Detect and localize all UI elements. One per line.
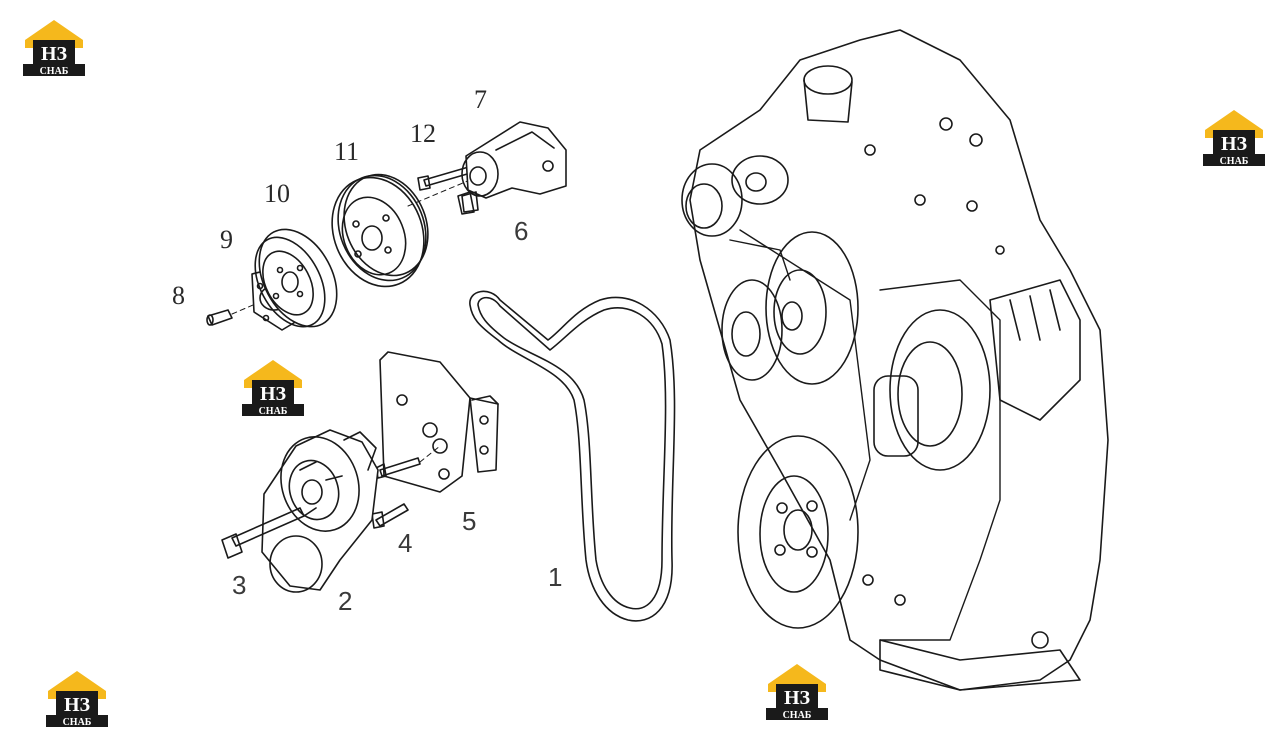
- part-2-tensioner: [261, 429, 379, 593]
- label-5: 5: [462, 506, 476, 536]
- label-1: 1: [548, 562, 562, 592]
- svg-text:СНАБ: СНАБ: [783, 710, 812, 720]
- label-3: 3: [232, 570, 246, 600]
- part-5-mounting-plate: [379, 351, 499, 493]
- label-6: 6: [514, 216, 528, 246]
- watermark-logo: НЗ СНАБ: [242, 358, 304, 417]
- svg-text:НЗ: НЗ: [1221, 133, 1248, 155]
- watermark-logo: НЗ СНАБ: [1203, 108, 1265, 167]
- label-7: 7: [474, 85, 487, 114]
- svg-text:НЗ: НЗ: [41, 43, 68, 65]
- watermark-logo: НЗ СНАБ: [766, 662, 828, 721]
- part-6-idler: [457, 191, 475, 215]
- label-8: 8: [172, 281, 185, 310]
- svg-text:НЗ: НЗ: [784, 687, 811, 709]
- part-7-idler-bracket: [461, 121, 567, 213]
- engine-assembly: [681, 29, 1109, 691]
- callout-labels: 1 2 3 4 5 6 7 8 9 10 11 12: [172, 85, 562, 616]
- svg-text:СНАБ: СНАБ: [63, 717, 92, 727]
- svg-text:НЗ: НЗ: [260, 383, 287, 405]
- label-11: 11: [334, 137, 359, 166]
- watermark-logo: НЗ СНАБ: [46, 669, 108, 728]
- part-3-bolt: [221, 507, 305, 559]
- label-9: 9: [220, 225, 233, 254]
- svg-text:СНАБ: СНАБ: [1220, 156, 1249, 166]
- label-4: 4: [398, 528, 412, 558]
- svg-text:НЗ: НЗ: [64, 694, 91, 716]
- part-10-pulley: [254, 228, 338, 328]
- svg-text:СНАБ: СНАБ: [259, 406, 288, 416]
- label-2: 2: [338, 586, 352, 616]
- label-12: 12: [410, 119, 436, 148]
- part-1-belt: [469, 290, 676, 622]
- svg-text:СНАБ: СНАБ: [40, 66, 69, 76]
- watermark-logo: НЗ СНАБ: [23, 18, 85, 77]
- part-11-grooved-pulley: [331, 173, 471, 288]
- label-10: 10: [264, 179, 290, 208]
